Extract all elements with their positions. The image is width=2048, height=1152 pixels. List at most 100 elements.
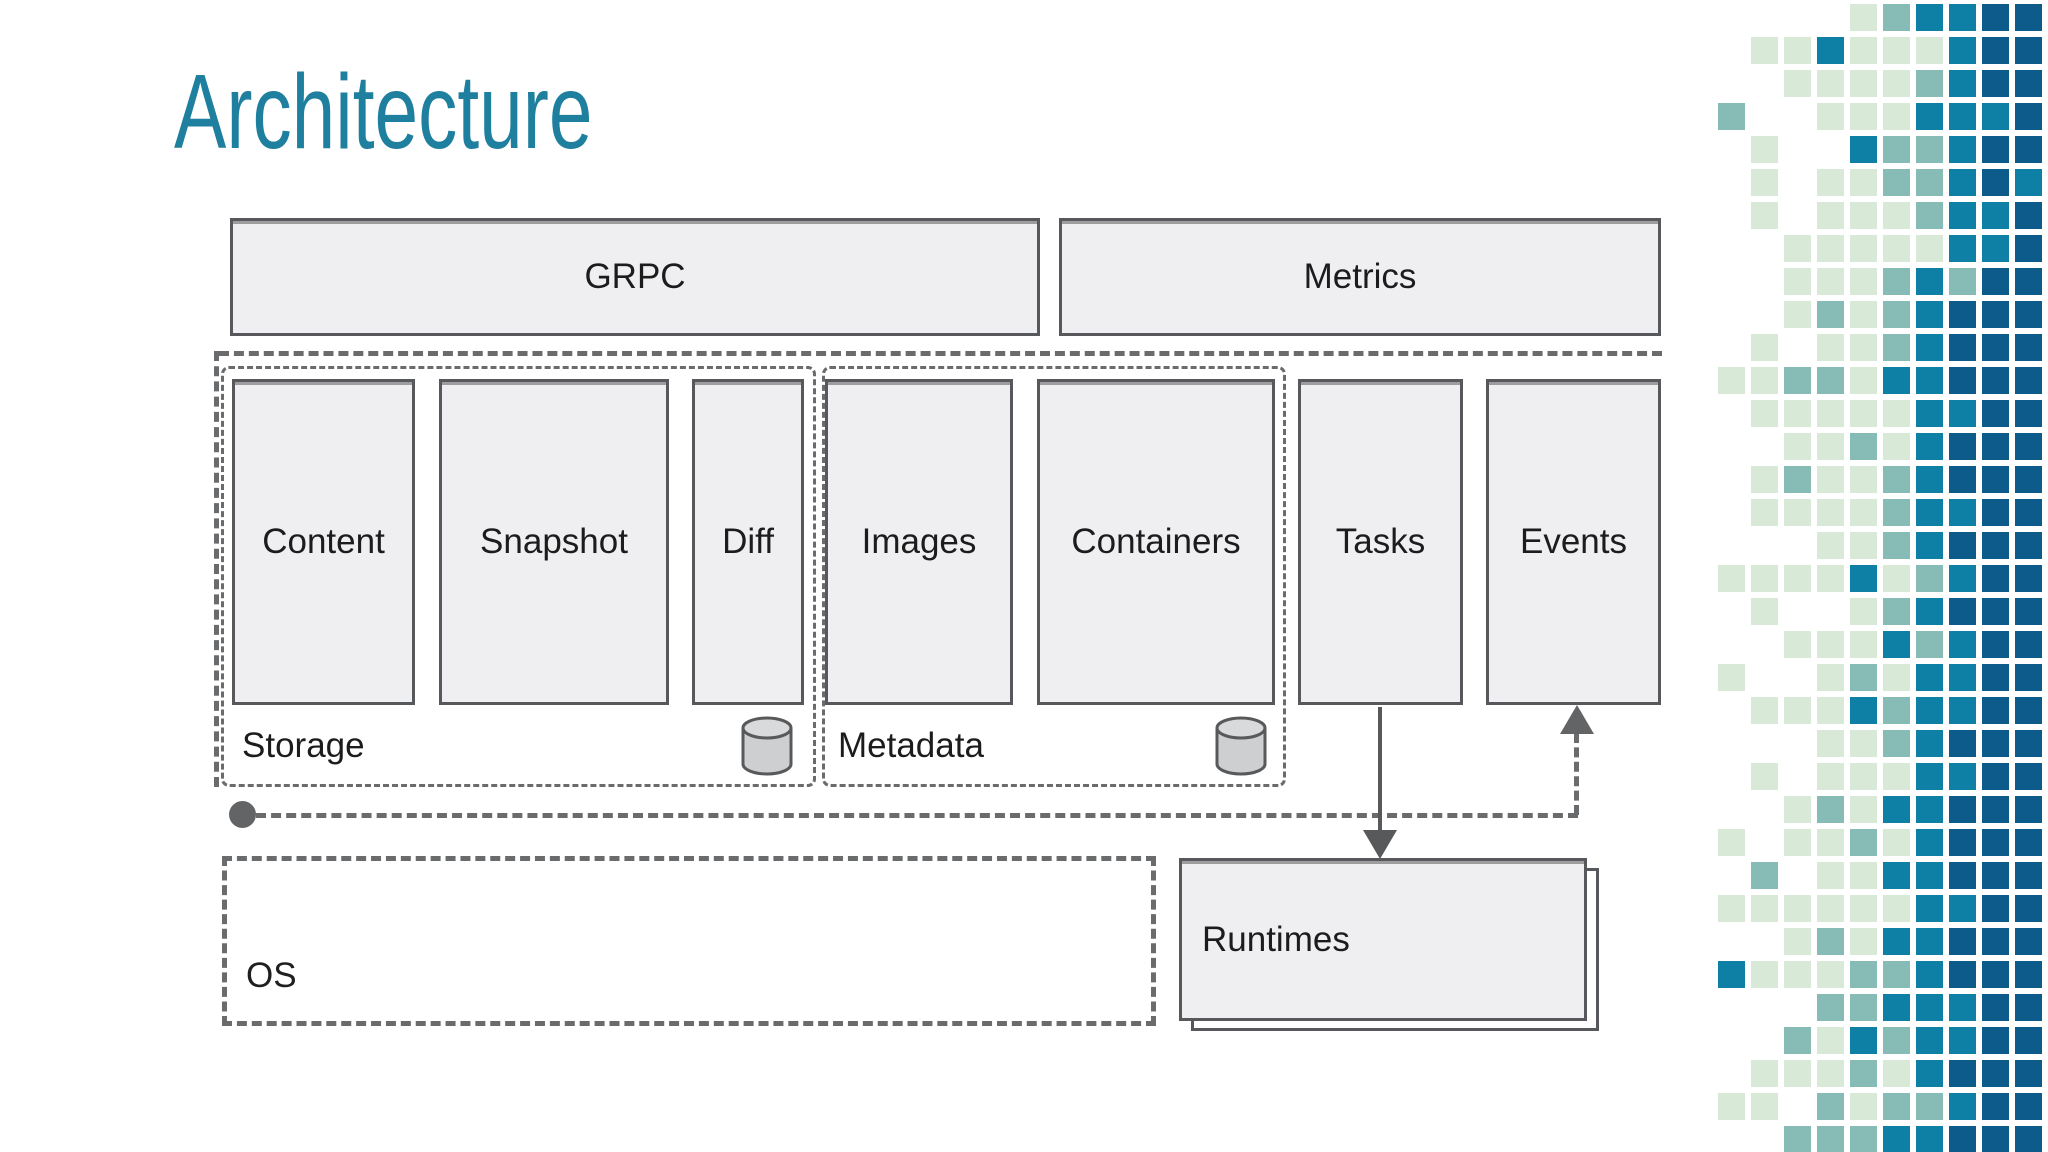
mosaic-cell (1784, 1060, 1811, 1087)
mosaic-cell (1982, 631, 2009, 658)
mosaic-cell (1916, 796, 1943, 823)
mosaic-cell (1817, 994, 1844, 1021)
mosaic-cell (2015, 532, 2042, 559)
mosaic-cell (1916, 4, 1943, 31)
mosaic-cell (1751, 862, 1778, 889)
mosaic-cell (1751, 169, 1778, 196)
service-label: Events (1520, 522, 1627, 561)
mosaic-cell (1850, 994, 1877, 1021)
mosaic-cell (1784, 1027, 1811, 1054)
mosaic-cell (1718, 961, 1745, 988)
mosaic-cell (1883, 367, 1910, 394)
mosaic-cell (1916, 862, 1943, 889)
mosaic-cell (1982, 70, 2009, 97)
mosaic-cell (1916, 268, 1943, 295)
event-flow-line-vertical (1574, 733, 1579, 815)
mosaic-cell (1982, 697, 2009, 724)
service-box-events: Events (1486, 379, 1661, 705)
mosaic-cell (1982, 400, 2009, 427)
mosaic-cell (1817, 829, 1844, 856)
mosaic-cell (1916, 664, 1943, 691)
mosaic-cell (1883, 829, 1910, 856)
mosaic-cell (1751, 697, 1778, 724)
mosaic-cell (1982, 895, 2009, 922)
mosaic-cell (1784, 433, 1811, 460)
mosaic-cell (2015, 664, 2042, 691)
mosaic-cell (1817, 1093, 1844, 1120)
mosaic-cell (1982, 268, 2009, 295)
mosaic-cell (1883, 268, 1910, 295)
mosaic-cell (1850, 1060, 1877, 1087)
mosaic-cell (1883, 697, 1910, 724)
mosaic-cell (1883, 466, 1910, 493)
mosaic-cell (1982, 565, 2009, 592)
mosaic-cell (1850, 829, 1877, 856)
mosaic-cell (1949, 631, 1976, 658)
mosaic-cell (1883, 499, 1910, 526)
mosaic-cell (1982, 4, 2009, 31)
database-icon (741, 716, 793, 776)
mosaic-cell (1784, 466, 1811, 493)
mosaic-cell (1751, 400, 1778, 427)
mosaic-cell (1916, 103, 1943, 130)
mosaic-cell (1883, 70, 1910, 97)
mosaic-cell (2015, 994, 2042, 1021)
os-label: OS (246, 956, 297, 995)
mosaic-cell (1916, 334, 1943, 361)
mosaic-cell (1982, 1060, 2009, 1087)
mosaic-cell (2015, 565, 2042, 592)
mosaic-cell (2015, 235, 2042, 262)
mosaic-cell (1982, 136, 2009, 163)
mosaic-cell (1784, 400, 1811, 427)
mosaic-cell (2015, 301, 2042, 328)
mosaic-cell (2015, 862, 2042, 889)
tasks-runtimes-arrow-line (1378, 707, 1382, 832)
mosaic-cell (1817, 334, 1844, 361)
mosaic-cell (1949, 961, 1976, 988)
metadata-group (822, 366, 1286, 787)
mosaic-cell (1982, 730, 2009, 757)
mosaic-cell (1982, 466, 2009, 493)
mosaic-cell (1718, 103, 1745, 130)
mosaic-cell (1718, 895, 1745, 922)
mosaic-cell (1883, 532, 1910, 559)
mosaic-cell (1817, 499, 1844, 526)
mosaic-cell (1949, 664, 1976, 691)
mosaic-cell (2015, 631, 2042, 658)
mosaic-cell (1850, 499, 1877, 526)
mosaic-cell (1982, 1027, 2009, 1054)
mosaic-cell (1916, 895, 1943, 922)
storage-group-label: Storage (242, 726, 365, 765)
mosaic-cell (1982, 367, 2009, 394)
mosaic-cell (1817, 466, 1844, 493)
mosaic-cell (1784, 631, 1811, 658)
mosaic-cell (1883, 994, 1910, 1021)
mosaic-cell (2015, 697, 2042, 724)
mosaic-cell (1850, 730, 1877, 757)
mosaic-cell (1850, 895, 1877, 922)
mosaic-cell (1916, 1027, 1943, 1054)
mosaic-cell (1949, 697, 1976, 724)
mosaic-cell (1850, 664, 1877, 691)
mosaic-cell (1982, 433, 2009, 460)
mosaic-cell (1949, 1093, 1976, 1120)
service-label: Tasks (1335, 522, 1426, 561)
mosaic-cell (1850, 169, 1877, 196)
mosaic-cell (1850, 961, 1877, 988)
mosaic-cell (1883, 664, 1910, 691)
mosaic-cell (1949, 928, 1976, 955)
mosaic-cell (1850, 1093, 1877, 1120)
mosaic-cell (1817, 37, 1844, 64)
mosaic-cell (2015, 400, 2042, 427)
mosaic-cell (1949, 37, 1976, 64)
mosaic-cell (1850, 1126, 1877, 1152)
mosaic-cell (1949, 136, 1976, 163)
mosaic-cell (2015, 70, 2042, 97)
event-flow-line-horizontal (256, 813, 1578, 818)
mosaic-cell (1850, 565, 1877, 592)
mosaic-cell (1916, 829, 1943, 856)
mosaic-cell (2015, 1093, 2042, 1120)
arrow-up-icon (1560, 705, 1594, 734)
mosaic-cell (2015, 730, 2042, 757)
mosaic-cell (1817, 1060, 1844, 1087)
